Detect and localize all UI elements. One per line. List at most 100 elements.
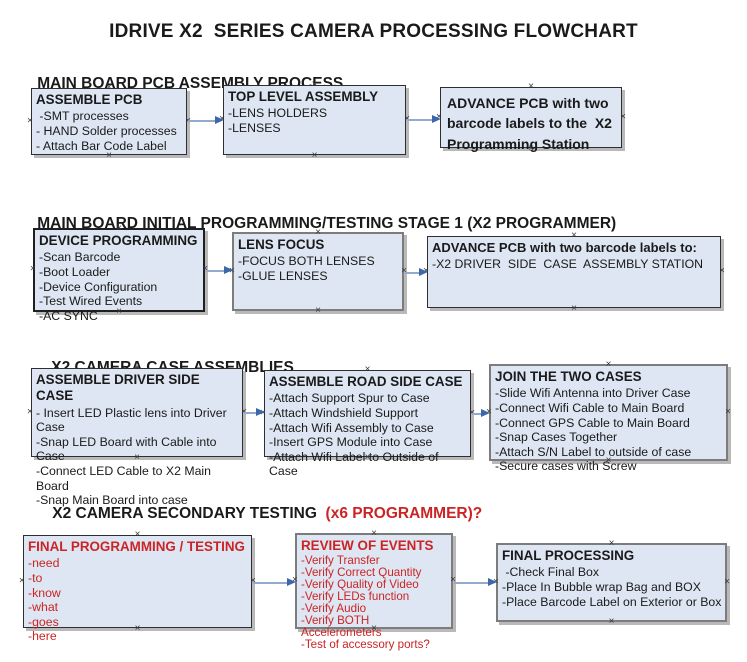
box-items: -LENS HOLDERS -LENSES <box>224 106 405 135</box>
flow-box-review-of-events: REVIEW OF EVENTS -Verify Transfer -Verif… <box>292 529 456 651</box>
box-item: -here <box>28 629 57 644</box>
box-title: ADVANCE PCB with two barcode labels to t… <box>447 95 616 152</box>
box-title: ASSEMBLE ROAD SIDE CASE <box>269 374 463 389</box>
heading-text: MAIN BOARD INITIAL PROGRAMMING/TESTING S… <box>37 215 617 232</box>
section-heading-secondary-testing: X2 CAMERA SECONDARY TESTING (x6 PROGRAMM… <box>35 487 482 541</box>
box-item: -Boot Loader <box>39 264 111 279</box>
box-item: -Secure cases with Screw <box>495 459 637 474</box>
section-heading-initial-programming: MAIN BOARD INITIAL PROGRAMMING/TESTING S… <box>20 197 616 251</box>
box-title: JOIN THE TWO CASES <box>495 369 642 384</box>
box-item: - Attach Bar Code Label <box>36 138 167 153</box>
arrowhead-right-icon <box>432 115 441 123</box>
box-item: -SMT processes <box>36 109 129 124</box>
box-item: -Verify Transfer <box>301 554 380 568</box>
box-items: - Insert LED Plastic lens into Driver Ca… <box>32 406 242 508</box>
box-item: -Snap LED Board with Cable into Case <box>36 434 220 464</box>
box-items: -SMT processes - HAND Solder processes -… <box>32 109 186 153</box>
box-item: -goes <box>28 614 59 629</box>
flow-box-lens-focus: LENS FOCUS -FOCUS BOTH LENSES -GLUE LENS… <box>229 228 407 316</box>
flow-box-join-the-two-cases: JOIN THE TWO CASES -Slide Wifi Antenna i… <box>486 360 731 474</box>
anchor-marker-icon: × <box>620 111 626 122</box>
box-item: -Connect Wifi Cable to Main Board <box>495 400 685 415</box>
box-item: -Test Wired Events <box>39 294 143 309</box>
anchor-marker-icon: × <box>719 265 725 277</box>
box-item: -Verify Audio <box>301 601 367 615</box>
flow-connector <box>187 114 224 127</box>
anchor-marker-icon: × <box>571 303 577 314</box>
flow-connector <box>205 264 233 277</box>
arrowhead-right-icon <box>256 408 265 416</box>
arrowhead-right-icon <box>287 578 296 586</box>
anchor-marker-icon: × <box>315 305 321 316</box>
box-item: -Snap Cases Together <box>495 430 618 445</box>
box-item: - Insert LED Plastic lens into Driver Ca… <box>36 405 231 435</box>
connector-line <box>206 270 227 272</box>
flow-box-final-processing: FINAL PROCESSING -Check Final Box -Place… <box>493 539 730 627</box>
flow-box-advance-pcb-programming-station: ADVANCE PCB with two barcode labels to t… <box>436 82 626 154</box>
flow-box-assemble-driver-side-case: ASSEMBLE DRIVER SIDE CASE - Insert LED P… <box>27 363 247 508</box>
box-item: -LENS HOLDERS <box>228 106 328 121</box>
box-item: -to <box>28 570 43 585</box>
arrowhead-right-icon <box>215 116 224 124</box>
box-item: -GLUE LENSES <box>238 268 328 283</box>
connector-line <box>472 413 484 415</box>
flow-box-advance-pcb-case-assembly: ADVANCE PCB with two barcode labels to: … <box>423 231 725 314</box>
box-item: -Attach S/N Label to outside of case <box>495 444 692 459</box>
box-item: -Slide Wifi Antenna into Driver Case <box>495 386 691 401</box>
heading-red-text: (x6 PROGRAMMER)? <box>325 505 483 522</box>
box-item: -X2 DRIVER SIDE CASE ASSEMBLY STATION <box>432 256 704 271</box>
box-item: -Verify BOTH Accelerometers <box>301 613 382 639</box>
box-items: -Attach Support Spur to Case -Attach Win… <box>265 391 470 479</box>
anchor-marker-icon: × <box>724 576 730 587</box>
box-title: REVIEW OF EVENTS <box>301 538 434 553</box>
flow-box-device-programming: DEVICE PROGRAMMING -Scan Barcode -Boot L… <box>30 224 208 323</box>
box-item: -FOCUS BOTH LENSES <box>238 254 375 269</box>
box-title: DEVICE PROGRAMMING <box>39 233 198 248</box>
flow-connector <box>471 407 490 420</box>
box-items: -Check Final Box -Place In Bubble wrap B… <box>498 565 725 609</box>
box-item: -Device Configuration <box>39 279 158 294</box>
connector-line <box>407 119 435 121</box>
box-items: -Slide Wifi Antenna into Driver Case -Co… <box>491 386 726 474</box>
box-item: -what <box>28 600 59 615</box>
box-item: -Attach Wifi Label to Outside of Case <box>269 449 442 479</box>
box-item: -Scan Barcode <box>39 250 121 265</box>
box-item: -Test of accessory ports? <box>301 637 430 651</box>
box-items: -FOCUS BOTH LENSES -GLUE LENSES <box>234 254 402 283</box>
connector-line <box>188 120 218 122</box>
box-items: -need -to -know -what -goes -here <box>24 556 251 644</box>
box-item: -Verify Correct Quantity <box>301 566 422 580</box>
box-item: -Verify LEDs function <box>301 590 410 604</box>
box-item: -Place In Bubble wrap Bag and BOX <box>502 579 701 594</box>
box-item: -Attach Windshield Support <box>269 405 419 420</box>
box-title: ASSEMBLE PCB <box>36 92 143 107</box>
anchor-marker-icon: × <box>311 150 318 161</box>
box-title: LENS FOCUS <box>238 237 325 252</box>
flow-connector <box>243 406 265 419</box>
anchor-marker-icon: × <box>725 406 731 417</box>
box-item: -Connect LED Cable to X2 Main Board <box>36 464 215 493</box>
arrowhead-right-icon <box>224 266 233 274</box>
connector-line <box>405 272 422 274</box>
anchor-marker-icon: × <box>608 616 615 627</box>
box-items: -X2 DRIVER SIDE CASE ASSEMBLY STATION <box>428 257 720 272</box>
box-item: -Attach Wifi Assembly to Case <box>269 420 434 435</box>
arrowhead-right-icon <box>481 409 490 417</box>
arrowhead-right-icon <box>488 578 497 586</box>
flow-connector <box>453 576 497 589</box>
box-item: -Attach Support Spur to Case <box>269 391 430 406</box>
flow-box-assemble-pcb: ASSEMBLE PCB -SMT processes - HAND Solde… <box>27 83 191 161</box>
box-items: -Verify Transfer -Verify Correct Quantit… <box>297 555 451 650</box>
flow-connector <box>252 576 296 589</box>
box-item: -LENSES <box>228 120 281 135</box>
box-item: - HAND Solder processes <box>36 123 177 138</box>
box-items: -Scan Barcode -Boot Loader -Device Confi… <box>35 250 203 323</box>
box-title: ASSEMBLE DRIVER SIDE CASE <box>36 372 204 404</box>
box-item: -need <box>28 556 60 571</box>
box-item: -Insert GPS Module into Case <box>269 435 433 450</box>
box-title: FINAL PROGRAMMING / TESTING <box>28 539 245 554</box>
page-title: IDRIVE X2 SERIES CAMERA PROCESSING FLOWC… <box>109 21 638 42</box>
heading-text: X2 CAMERA SECONDARY TESTING <box>52 505 326 522</box>
flow-box-top-level-assembly: TOP LEVEL ASSEMBLY -LENS HOLDERS -LENSES… <box>219 80 410 161</box>
